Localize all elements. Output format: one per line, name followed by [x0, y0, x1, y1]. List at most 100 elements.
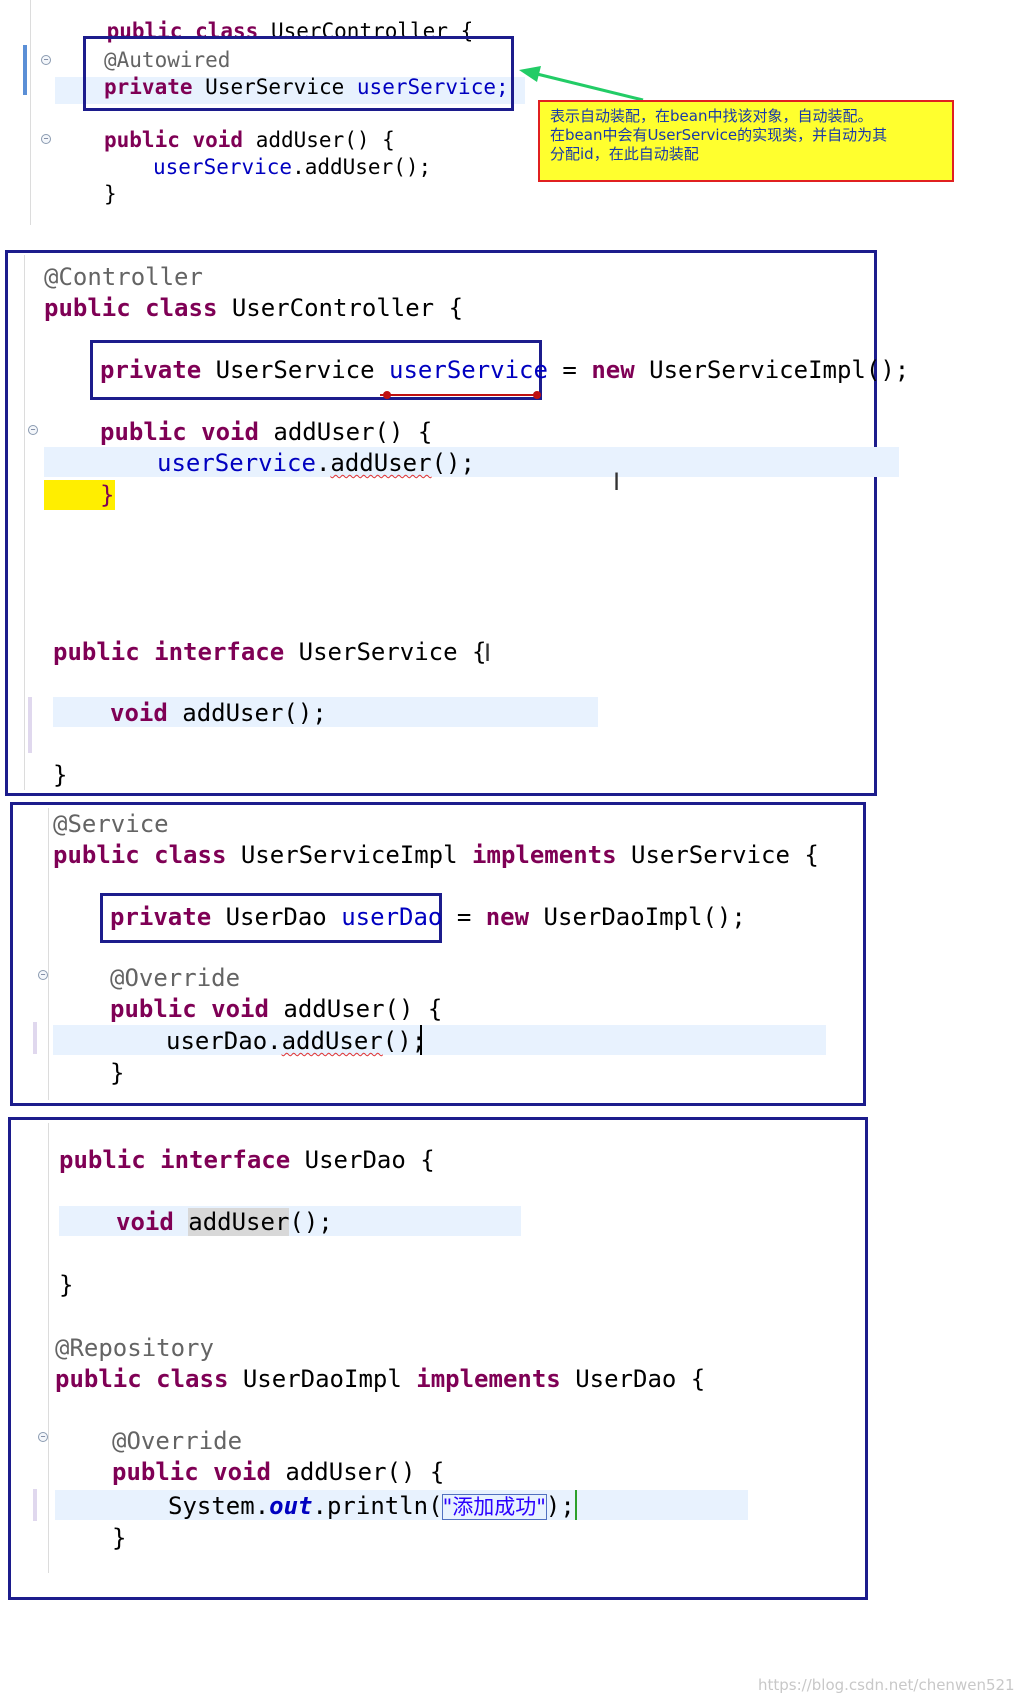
string-literal[interactable]: "添加成功" [441, 1494, 547, 1520]
code-line-close: } [59, 1271, 74, 1299]
field-name: userService [157, 449, 316, 477]
keyword: public class [53, 841, 227, 869]
field-highlight-box [90, 340, 542, 400]
interface-name: UserService { [631, 841, 819, 869]
annotation-service: @Service [53, 810, 169, 838]
fold-toggle-icon[interactable]: − [41, 134, 51, 144]
call-end: (); [289, 1208, 333, 1236]
gutter-divider [30, 0, 31, 225]
current-line-highlight [59, 1206, 521, 1236]
code-line-close: } [100, 481, 115, 509]
keyword: private [104, 75, 193, 99]
ibeam-cursor-icon: I [613, 468, 621, 496]
operator: = [442, 903, 486, 931]
fold-toggle-icon[interactable]: − [41, 55, 51, 65]
dao-panel-frame [8, 1117, 868, 1600]
method-name: addUser() { [285, 1458, 445, 1486]
current-line-highlight [53, 1025, 826, 1055]
gutter-divider [24, 255, 25, 790]
change-marker [33, 1022, 37, 1054]
object-ref: System. [168, 1492, 270, 1520]
method-name: addUser() { [273, 418, 433, 446]
keyword: new [591, 356, 635, 384]
code-line-method: public void addUser() { [100, 420, 432, 444]
keyword: implements [416, 1365, 561, 1393]
keyword: void [116, 1208, 174, 1236]
current-line-highlight [53, 697, 598, 727]
operator: = [547, 356, 592, 384]
code-line-close: } [104, 182, 117, 206]
field-name: userDao [341, 903, 443, 931]
fold-toggle-icon[interactable]: − [28, 425, 38, 435]
fold-toggle-icon[interactable]: − [38, 1432, 48, 1442]
method-name: addUser() { [243, 128, 395, 152]
annotation-repository: @Repository [55, 1334, 214, 1362]
gutter-divider [48, 1123, 49, 1573]
code-line-class: public class UserDaoImpl implements User… [55, 1367, 705, 1391]
code-line-call: userService.addUser(); [153, 157, 431, 178]
selection-handle[interactable] [533, 391, 541, 399]
change-marker [23, 45, 27, 95]
keyword: public void [110, 995, 269, 1023]
current-line-highlight [55, 77, 525, 104]
method-name: addUser(); [182, 699, 327, 727]
keyword: public class [44, 294, 218, 322]
type-name: UserService [205, 75, 345, 99]
code-line-iface-method: void addUser(); [116, 1208, 333, 1236]
keyword: public interface [53, 638, 285, 666]
interface-name: UserDao { [575, 1365, 706, 1393]
code-line-method: public void addUser() { [110, 997, 442, 1021]
keyword: public void [112, 1458, 271, 1486]
type-name: UserDao [225, 903, 327, 931]
controller-panel-frame [5, 250, 877, 796]
text-caret [420, 1025, 422, 1055]
keyword: public interface [59, 1146, 291, 1174]
selection-underline [380, 394, 540, 396]
code-line-close: } [112, 1524, 127, 1552]
callout-note: 表示自动装配，在bean中找该对象，自动装配。 在bean中会有UserServ… [538, 100, 954, 182]
keyword: public void [104, 128, 244, 152]
keyword: private [100, 356, 202, 384]
dot: . [315, 449, 331, 477]
interface-name: UserService { [298, 638, 487, 666]
keyword: public void [100, 418, 259, 446]
keyword: private [110, 903, 212, 931]
field-name: userService [153, 155, 293, 179]
ibeam-cursor-icon: I [484, 639, 492, 667]
watermark-text: https://blog.csdn.net/chenwen521 [758, 1676, 1015, 1694]
autowired-highlight-box [83, 36, 514, 111]
keyword: void [110, 699, 168, 727]
field-name: userService [389, 356, 548, 384]
change-marker [28, 697, 32, 753]
service-impl-panel-frame [10, 802, 866, 1106]
bracket-match-highlight [44, 480, 115, 510]
call-rest: .addUser(); [292, 155, 432, 179]
code-line-interface: public interface UserService { [53, 640, 486, 664]
error-squiggle: addUser [281, 1027, 383, 1055]
gutter-divider [48, 808, 49, 1100]
code-line-method: public void addUser() { [104, 130, 395, 151]
code-line-close: } [110, 1059, 125, 1087]
code-line-interface: public interface UserDao { [59, 1148, 435, 1172]
static-field: out [269, 1492, 313, 1520]
call-end: (); [382, 1027, 427, 1055]
code-line-class: public class UserController { [44, 296, 463, 320]
constructor-call: UserDaoImpl(); [529, 903, 746, 931]
call-end: (); [431, 449, 475, 477]
text-caret [575, 1490, 577, 1520]
method-call: .println( [312, 1492, 443, 1520]
code-line-method: public void addUser() { [112, 1460, 444, 1484]
code-line-class: public class UserServiceImpl implements … [53, 843, 819, 867]
field-highlight-box [100, 893, 442, 943]
class-name: UserDaoImpl [242, 1365, 402, 1393]
code-line-field: private UserDao userDao = new UserDaoImp… [110, 905, 746, 929]
code-line-field: private UserService userService; [104, 77, 509, 98]
current-line-highlight [44, 447, 899, 477]
fold-toggle-icon[interactable]: − [38, 970, 48, 980]
change-marker [33, 1489, 37, 1521]
object-ref: userDao. [166, 1027, 282, 1055]
selection-handle[interactable] [383, 391, 391, 399]
code-line-print: System.out.println("添加成功"); [168, 1492, 575, 1520]
keyword: implements [472, 841, 617, 869]
occurrence-highlight: addUser [188, 1208, 290, 1236]
